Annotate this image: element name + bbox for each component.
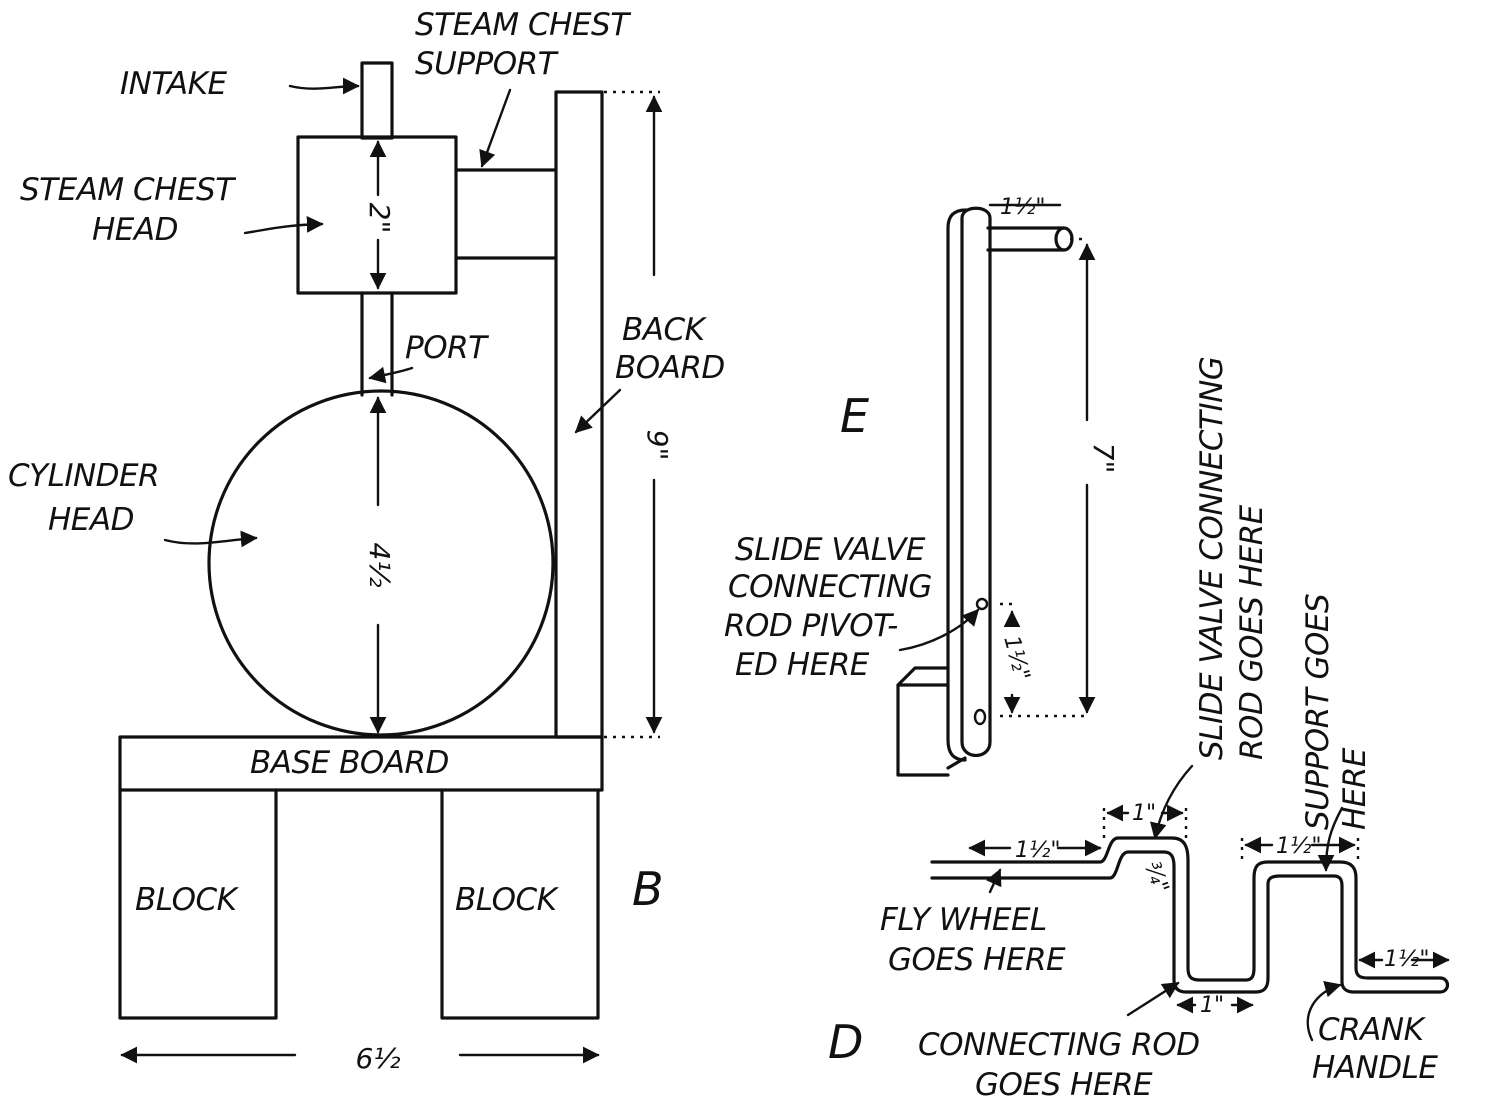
label-block-right: BLOCK (455, 882, 560, 918)
block-left (118, 788, 278, 1020)
leader-slide-valve (1150, 764, 1194, 840)
label-intake: INTAKE (120, 66, 227, 102)
dim-crank-throw: 1" (1200, 993, 1224, 1018)
figure-letter-b: B (632, 862, 664, 916)
leader-intake (288, 77, 360, 95)
leader-port (368, 366, 414, 384)
label-base-board: BASE BOARD (250, 745, 449, 781)
dim-support-span: 1½" (1276, 834, 1321, 859)
steam-chest-head (296, 135, 458, 295)
label-pivot-1: SLIDE VALVE (735, 532, 926, 568)
figure-d: D 1½" 1" ¾" 1" 1½" 1½" SLIDE VALVE CONNE… (828, 357, 1450, 1103)
mount-block (896, 666, 967, 777)
label-pivot-3: ROD PIVOT- (724, 608, 898, 644)
label-fly-wheel-1: FLY WHEEL (880, 902, 1047, 938)
dim-left-shaft: 1½" (1015, 838, 1060, 863)
dim-handle-end: 1½" (1384, 947, 1429, 972)
crankshaft-end (1438, 976, 1450, 994)
figure-b: 2" 4½ 9" 6½ INTAKE STEAM CHEST SUPPORT S… (8, 7, 725, 1075)
label-connecting-rod-2: GOES HERE (975, 1067, 1153, 1103)
dim-steam-chest: 2" (363, 203, 396, 234)
intake-pipe (360, 61, 394, 140)
label-support-goes-2: HERE (1337, 747, 1373, 830)
crankshaft-inner (930, 850, 1442, 994)
steam-chest-support (454, 168, 558, 260)
pivot-hole-bottom (973, 708, 987, 726)
label-support-1: STEAM CHEST (415, 7, 631, 43)
leader-cylinder (163, 530, 258, 548)
leader-chest-head (243, 216, 324, 235)
block-right (440, 788, 600, 1020)
leader-fly-wheel (986, 868, 1002, 894)
label-back-board-2: BOARD (615, 350, 725, 386)
dim-cylinder: 4½ (363, 543, 396, 588)
label-pivot-4: ED HERE (735, 647, 870, 683)
label-pivot-2: CONNECTING (728, 569, 932, 605)
label-cylinder-2: HEAD (48, 502, 134, 538)
label-connecting-rod-1: CONNECTING ROD (918, 1027, 1200, 1063)
figure-letter-d: D (828, 1015, 863, 1069)
leader-support-goes (1317, 806, 1344, 872)
crankshaft-outer (930, 836, 1442, 982)
dim-arm: 1½" (1000, 195, 1045, 220)
label-crank-handle-2: HANDLE (1312, 1050, 1438, 1086)
label-support-2: SUPPORT (415, 46, 559, 82)
label-slide-valve-1: SLIDE VALVE CONNECTING (1194, 357, 1230, 760)
dim-pivot: 1½" (998, 633, 1034, 683)
lever-arm (986, 226, 1066, 252)
label-cylinder-1: CYLINDER (8, 458, 159, 494)
label-fly-wheel-2: GOES HERE (888, 942, 1066, 978)
leader-pivot (898, 608, 980, 652)
cylinder-head (207, 389, 555, 737)
lever-bar (960, 206, 992, 758)
label-block-left: BLOCK (135, 882, 240, 918)
dim-offset-small: ¾" (1139, 859, 1173, 897)
dim-base-width: 6½ (356, 1042, 401, 1075)
base-board (118, 735, 604, 792)
label-crank-handle-1: CRANK (1318, 1012, 1427, 1048)
dim-back-board: 9" (641, 430, 674, 461)
leader-connecting-rod (1126, 981, 1180, 1017)
figure-letter-e: E (840, 389, 869, 443)
port-pipe (360, 291, 394, 397)
pivot-hole-top (975, 597, 989, 611)
lever-back-edge (946, 208, 968, 762)
label-chest-head-1: STEAM CHEST (20, 172, 236, 208)
label-chest-head-2: HEAD (92, 212, 178, 248)
label-slide-valve-2: ROD GOES HERE (1234, 504, 1270, 760)
label-support-goes-1: SUPPORT GOES (1300, 594, 1336, 830)
label-port: PORT (405, 330, 489, 366)
leader-back-board (574, 388, 622, 434)
dim-offset-crank: 1" (1132, 801, 1156, 826)
lever-arm-end (1054, 226, 1074, 252)
label-back-board-1: BACK (622, 312, 708, 348)
leader-support (479, 88, 512, 168)
dim-lever-length: 7" (1087, 443, 1120, 474)
leader-crank-handle (1306, 980, 1342, 1042)
figure-e: E 1½" 7" 1½" SLIDE VALVE CONNECTING ROD … (724, 195, 1120, 777)
